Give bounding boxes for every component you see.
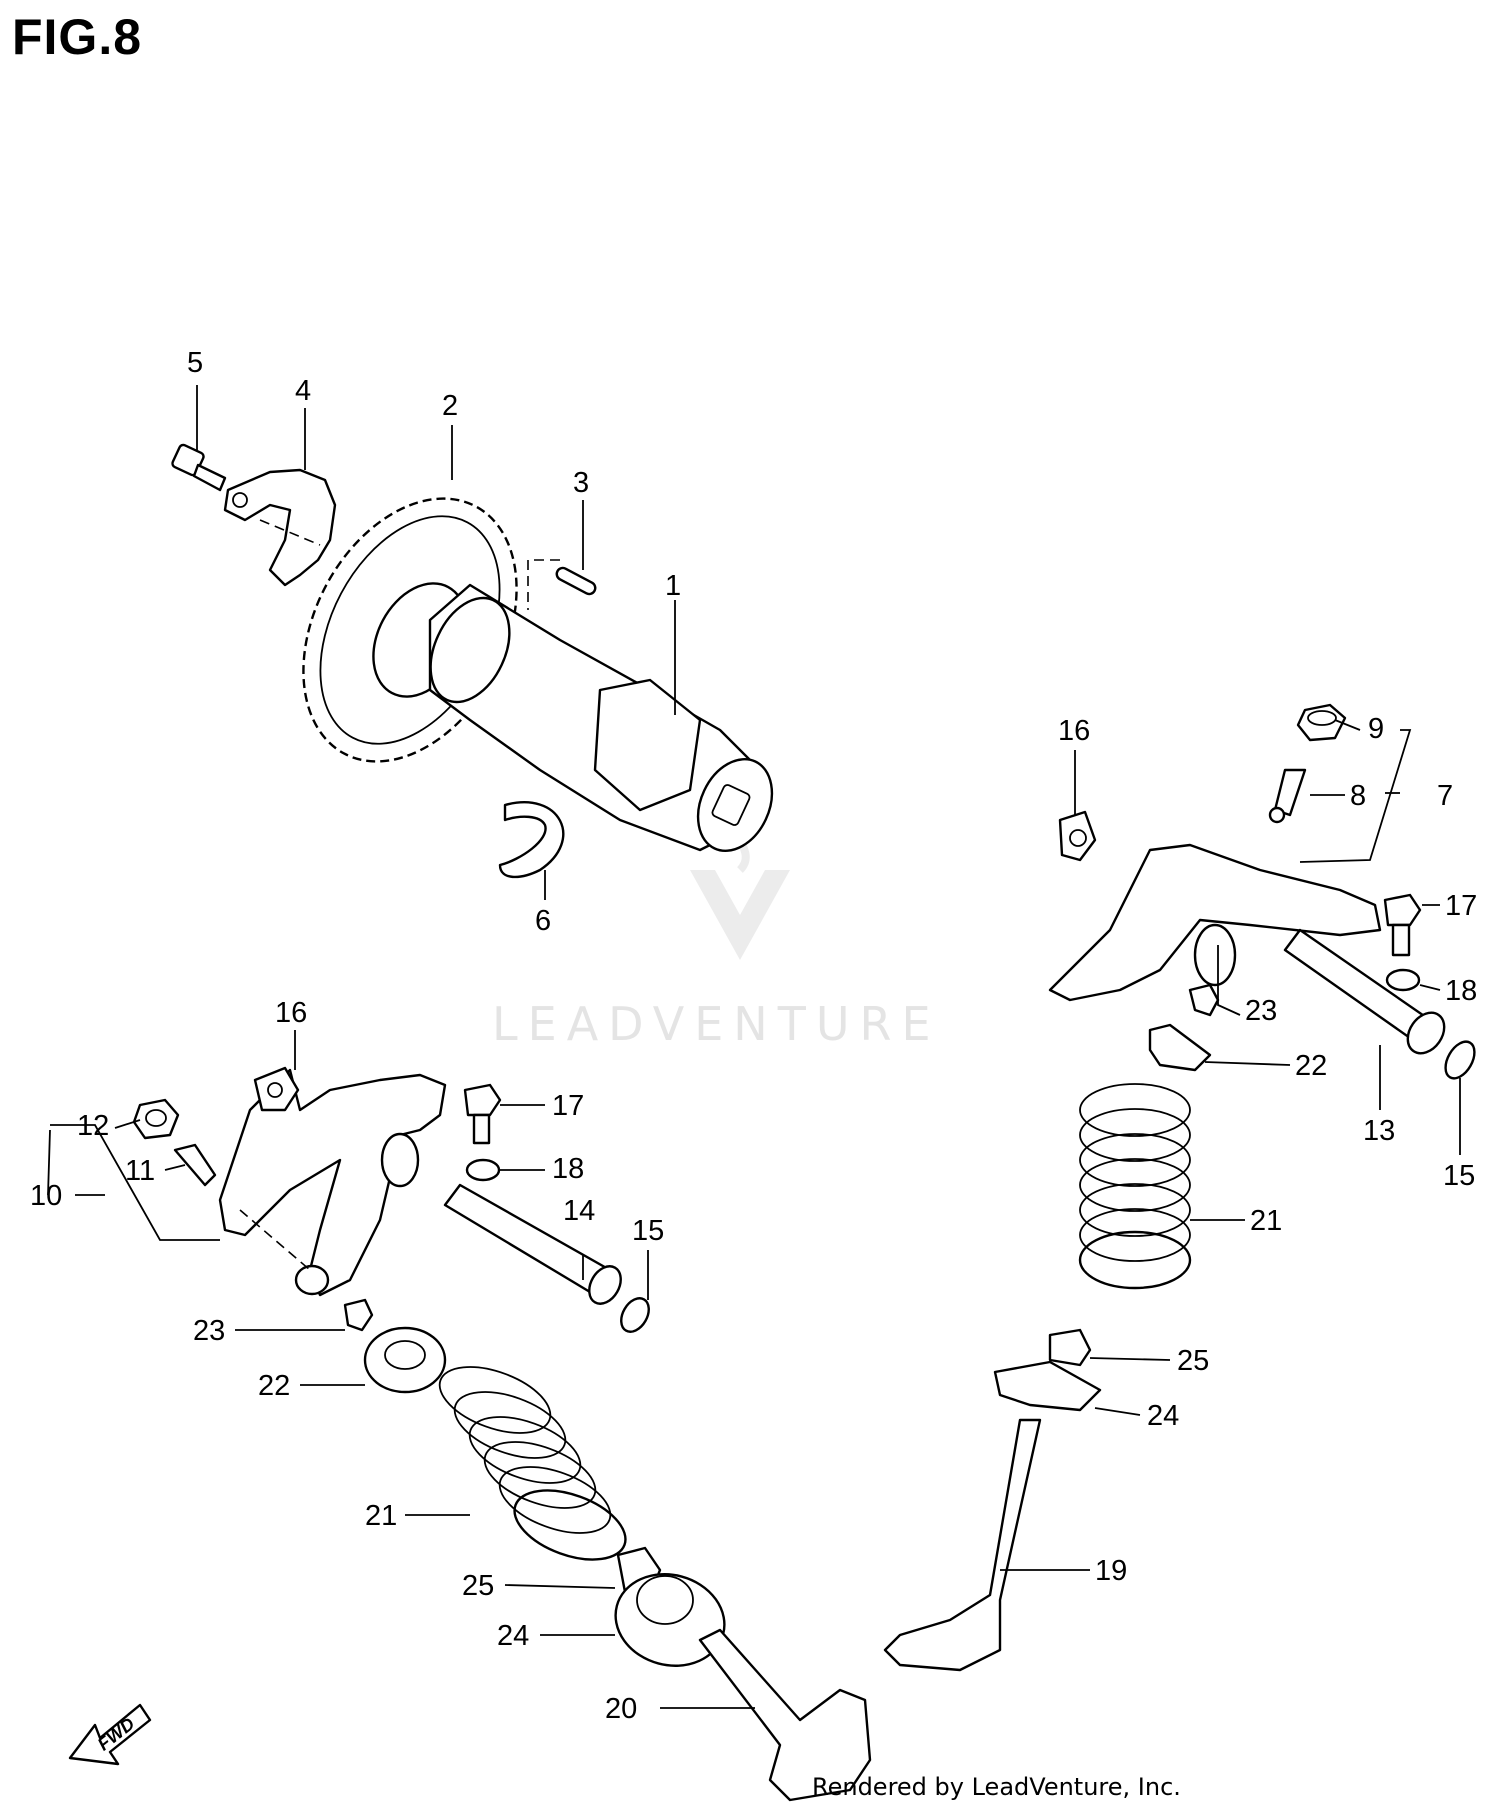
callout-8: 8 xyxy=(1350,780,1366,812)
part-3-dowel-pin xyxy=(527,559,597,610)
part-16-washer-right xyxy=(1058,810,1097,862)
part-21-valve-spring-right xyxy=(1078,1083,1192,1290)
part-18-washer-left xyxy=(465,1158,501,1182)
part-8-adjust-screw-right xyxy=(1268,768,1307,824)
callout-17-left: 17 xyxy=(552,1090,584,1122)
part-23-cotter-right xyxy=(1188,983,1220,1017)
callout-11: 11 xyxy=(125,1155,155,1187)
callout-17-right: 17 xyxy=(1445,890,1477,922)
callout-10: 10 xyxy=(30,1180,62,1212)
callout-22-right: 22 xyxy=(1295,1050,1327,1082)
callout-19: 19 xyxy=(1095,1555,1127,1587)
rendered-by-footer: Rendered by LeadVenture, Inc. xyxy=(812,1773,1181,1801)
part-21-valve-spring-left xyxy=(438,1366,627,1561)
part-23-cotter-left xyxy=(343,1298,374,1332)
fwd-arrow-icon: FWD xyxy=(68,1703,152,1766)
callout-7: 7 xyxy=(1437,780,1453,812)
part-22-retainer-right xyxy=(1148,1023,1212,1072)
part-17-bolt-left xyxy=(463,1083,502,1145)
part-15-circlip-right xyxy=(1444,1040,1476,1080)
part-11-adjust-screw-left xyxy=(173,1143,217,1187)
part-13-rocker-shaft-right xyxy=(1283,928,1446,1055)
watermark-text: LEADVENTURE xyxy=(492,997,941,1051)
part-22-retainer-left xyxy=(363,1326,447,1394)
callout-25-left: 25 xyxy=(462,1570,494,1602)
part-12-locknut-left xyxy=(132,1098,180,1140)
part-10-rocker-arm-left xyxy=(218,1068,447,1297)
callout-21-right: 21 xyxy=(1250,1205,1282,1237)
callout-23-right: 23 xyxy=(1245,995,1277,1027)
callout-labels: 5 4 2 3 1 6 16 9 8 7 17 18 23 22 13 15 2… xyxy=(30,347,1477,1725)
callout-13: 13 xyxy=(1363,1115,1395,1147)
part-5-bolt xyxy=(171,443,227,492)
figure-title: FIG.8 xyxy=(12,9,143,65)
leader-lines xyxy=(47,385,1461,1709)
callout-22-left: 22 xyxy=(258,1370,290,1402)
callout-20: 20 xyxy=(605,1693,637,1725)
part-24-spring-seat-left xyxy=(614,1573,726,1667)
part-15-circlip-left xyxy=(620,1297,650,1333)
callout-9: 9 xyxy=(1368,713,1384,745)
callout-25-right: 25 xyxy=(1177,1345,1209,1377)
callout-16-left: 16 xyxy=(275,997,307,1029)
part-18-washer-right xyxy=(1385,968,1421,992)
callout-15-right: 15 xyxy=(1443,1160,1475,1192)
callout-1: 1 xyxy=(665,570,681,602)
part-9-locknut-right xyxy=(1296,703,1347,742)
callout-16-right: 16 xyxy=(1058,715,1090,747)
part-1-camshaft xyxy=(428,583,774,853)
callout-14: 14 xyxy=(563,1195,595,1227)
part-17-bolt-right xyxy=(1383,893,1422,957)
callout-12: 12 xyxy=(77,1110,109,1142)
part-7-rocker-arm-right xyxy=(1048,843,1382,1002)
callout-18-left: 18 xyxy=(552,1153,584,1185)
part-14-rocker-shaft-left xyxy=(443,1183,622,1305)
part-16-washer-left xyxy=(253,1066,300,1112)
part-19-exhaust-valve xyxy=(883,1418,1042,1672)
callout-6: 6 xyxy=(535,905,551,937)
leadventure-watermark: LEADVENTURE xyxy=(492,797,941,1051)
part-6-clip xyxy=(498,801,565,879)
callout-24-right: 24 xyxy=(1147,1400,1179,1432)
callout-2: 2 xyxy=(442,390,458,422)
callout-21-left: 21 xyxy=(365,1500,397,1532)
part-24-spring-seat-right xyxy=(993,1360,1102,1412)
callout-23-left: 23 xyxy=(193,1315,225,1347)
part-25-valve-seal-right xyxy=(1048,1328,1092,1367)
part-4-retainer-plate xyxy=(223,468,337,587)
callout-4: 4 xyxy=(295,375,311,407)
callout-18-right: 18 xyxy=(1445,975,1477,1007)
callout-24-left: 24 xyxy=(497,1620,529,1652)
callout-3: 3 xyxy=(573,467,589,499)
callout-15-left: 15 xyxy=(632,1215,664,1247)
callout-5: 5 xyxy=(187,347,203,379)
part-20-intake-valve xyxy=(698,1628,872,1802)
